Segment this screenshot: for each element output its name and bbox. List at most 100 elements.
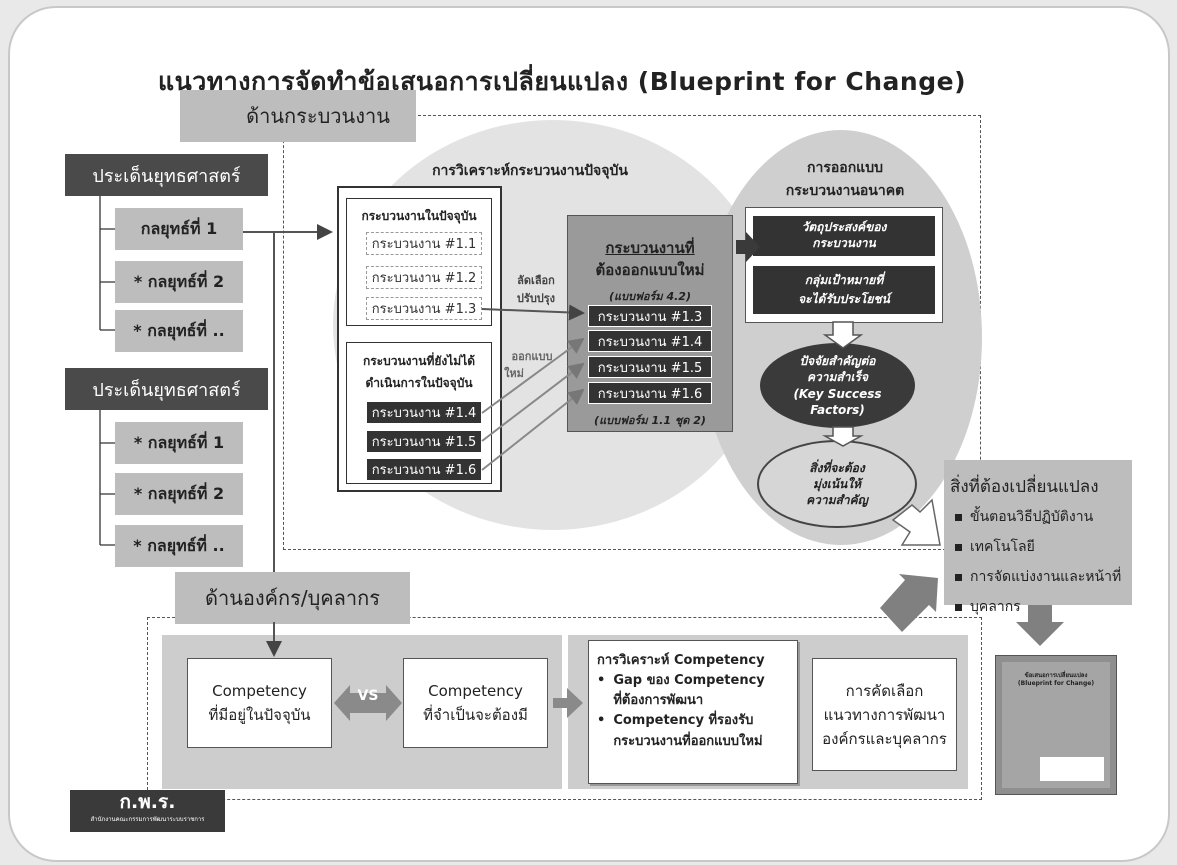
not-yet-process-item: กระบวนงาน #1.6: [366, 458, 482, 481]
current-process-item: กระบวนงาน #1.3: [366, 297, 482, 320]
document-page: ข้อเสนอการเปลี่ยนแปลง (Blueprint for Cha…: [1002, 662, 1110, 788]
not-yet-process-item: กระบวนงาน #1.4: [366, 401, 482, 424]
current-analysis-title: การวิเคราะห์กระบวนงานปัจจุบัน: [432, 163, 628, 179]
change-item: บุคลากร: [955, 596, 1130, 618]
ksf-line3: (Key Success: [793, 386, 882, 401]
current-competency-line2: ที่มีอยู่ในปัจจุบัน: [208, 706, 311, 724]
redesign-item: กระบวนงาน #1.3: [588, 305, 712, 327]
selection-box: การคัดเลือก แนวทางการพัฒนา องค์กรและบุคล…: [812, 658, 957, 771]
arrow-down-icon: [822, 426, 864, 447]
future-design-title-1: การออกแบบ: [807, 160, 883, 176]
required-competency-box: Competency ที่จำเป็นจะต้องมี: [403, 658, 548, 748]
document-footer-box: [1040, 757, 1104, 781]
objective-box: วัตถุประสงค์ของ กระบวนงาน: [752, 215, 936, 257]
design-label-2: ใหม่: [504, 367, 524, 380]
streamline-label-1: ลัดเลือก: [517, 274, 555, 287]
objective-line1: วัตถุประสงค์ของ: [801, 220, 887, 235]
current-process-item: กระบวนงาน #1.1: [366, 232, 482, 255]
analysis-title: การวิเคราะห์ Competency: [597, 653, 765, 668]
redesign-item: กระบวนงาน #1.6: [588, 382, 712, 404]
logo: ก.พ.ร. สำนักงานคณะกรรมการพัฒนาระบบราชการ: [70, 790, 225, 832]
strategy-item: กลยุทธ์ที่ 1: [115, 208, 243, 250]
logo-text: ก.พ.ร.: [119, 791, 176, 813]
change-item: ขั้นตอนวิธีปฏิบัติงาน: [955, 506, 1130, 528]
selection-line3: องค์กรและบุคลากร: [822, 729, 947, 748]
target-line2: จะได้รับประโยชน์: [798, 292, 890, 306]
current-competency-line1: Competency: [212, 682, 307, 700]
vs-label: VS: [357, 688, 379, 704]
required-competency-line1: Competency: [428, 682, 523, 700]
people-area: [147, 617, 982, 800]
not-yet-process-item: กระบวนงาน #1.5: [366, 430, 482, 453]
strategy-item: * กลยุทธ์ที่ 2: [115, 261, 243, 303]
focus-line1: สิ่งที่จะต้อง: [809, 460, 865, 475]
strategy-header: ประเด็นยุทธศาสตร์: [65, 154, 268, 196]
arrow-to-future-icon: [736, 232, 760, 262]
ksf-ellipse: ปัจจัยสำคัญต่อ ความสำเร็จ (Key Success F…: [760, 343, 915, 428]
change-item: การจัดแบ่งงานและหน้าที่: [955, 566, 1130, 588]
selection-line1: การคัดเลือก: [845, 681, 924, 700]
arrow-down-icon: [822, 321, 864, 349]
document-title-2: (Blueprint for Change): [1017, 680, 1095, 687]
current-process-item: กระบวนงาน #1.2: [366, 266, 482, 289]
ksf-line2: ความสำเร็จ: [806, 370, 869, 385]
current-competency-box: Competency ที่มีอยู่ในปัจจุบัน: [187, 658, 332, 748]
vs-double-arrow-icon: [334, 685, 402, 721]
objective-line2: กระบวนงาน: [812, 236, 876, 250]
not-yet-title-line2: ดำเนินการในปัจจุบัน: [365, 376, 473, 390]
changes-list: ขั้นตอนวิธีปฏิบัติงาน เทคโนโลยี การจัดแบ…: [955, 506, 1130, 618]
analysis-b2-line1: Competency ที่รองรับ: [613, 713, 754, 729]
analysis-b1-line1: Gap ของ Competency: [613, 673, 765, 689]
change-item-label: การจัดแบ่งงานและหน้าที่: [970, 569, 1122, 585]
people-section-tab: ด้านองค์กร/บุคลากร: [175, 572, 410, 624]
change-item-label: บุคลากร: [970, 599, 1021, 615]
target-group-box: กลุ่มเป้าหมายที่ จะได้รับประโยชน์: [752, 265, 936, 315]
focus-line2: มุ่งเน้นให้: [812, 476, 862, 491]
arrow-down-to-document-icon: [1016, 605, 1064, 646]
not-yet-title-line1: กระบวนงานที่ยังไม่ได้: [362, 354, 476, 368]
analysis-bullet: •Competency ที่รองรับกระบวนงานที่ออกแบบใ…: [597, 711, 789, 751]
target-line1: กลุ่มเป้าหมายที่: [804, 272, 884, 287]
strategy-item: * กลยุทธ์ที่ ..: [115, 525, 243, 567]
change-item: เทคโนโลยี: [955, 536, 1130, 558]
redesign-form-bottom: (แบบฟอร์ม 1.1 ชุด 2): [594, 414, 706, 427]
redesign-item: กระบวนงาน #1.4: [588, 330, 712, 352]
strategy-header: ประเด็นยุทธศาสตร์: [65, 368, 268, 410]
process-section-tab: ด้านกระบวนงาน: [180, 90, 416, 142]
competency-analysis-box: การวิเคราะห์ Competency •Gap ของ Compete…: [588, 640, 798, 784]
strategy-item: * กลยุทธ์ที่ ..: [115, 310, 243, 352]
redesign-item: กระบวนงาน #1.5: [588, 356, 712, 378]
arrow-up-to-changes-icon: [880, 574, 938, 632]
bullet-icon: [955, 513, 962, 521]
bullet-icon: [955, 603, 962, 611]
document-title-1: ข้อเสนอการเปลี่ยนแปลง: [1024, 672, 1088, 679]
focus-line3: ความสำคัญ: [806, 493, 868, 508]
strategy-item: * กลยุทธ์ที่ 2: [115, 473, 243, 515]
ksf-line1: ปัจจัยสำคัญต่อ: [799, 354, 876, 369]
streamline-label-2: ปรับปรุง: [516, 292, 556, 305]
redesign-form-top: (แบบฟอร์ม 4.2): [609, 290, 691, 303]
logo-subtitle: สำนักงานคณะกรรมการพัฒนาระบบราชการ: [90, 816, 205, 823]
bullet-icon: [955, 543, 962, 551]
bullet-icon: [955, 573, 962, 581]
redesign-title-1: กระบวนงานที่: [605, 239, 695, 257]
redesign-title-2: ต้องออกแบบใหม่: [595, 261, 705, 279]
ksf-line4: Factors): [810, 402, 865, 417]
process-section-label: ด้านกระบวนงาน: [246, 104, 390, 128]
arrow-to-changes-icon: [891, 498, 941, 546]
blueprint-document: ข้อเสนอการเปลี่ยนแปลง (Blueprint for Cha…: [995, 655, 1117, 795]
change-item-label: เทคโนโลยี: [970, 539, 1035, 555]
current-processes-title: กระบวนงานในปัจจุบัน: [361, 209, 477, 223]
future-design-title-2: กระบวนงานอนาคต: [785, 183, 905, 199]
change-item-label: ขั้นตอนวิธีปฏิบัติงาน: [970, 509, 1094, 525]
changes-title: สิ่งที่ต้องเปลี่ยนแปลง: [950, 477, 1099, 497]
analysis-b1-line2: ที่ต้องการพัฒนา: [613, 693, 704, 709]
changes-panel: [944, 460, 1132, 605]
selection-line2: แนวทางการพัฒนา: [823, 705, 946, 724]
required-competency-line2: ที่จำเป็นจะต้องมี: [423, 706, 528, 724]
analysis-b2-line2: กระบวนงานที่ออกแบบใหม่: [613, 733, 763, 749]
strategy-item: * กลยุทธ์ที่ 1: [115, 422, 243, 464]
arrow-to-analysis-icon: [553, 688, 583, 718]
